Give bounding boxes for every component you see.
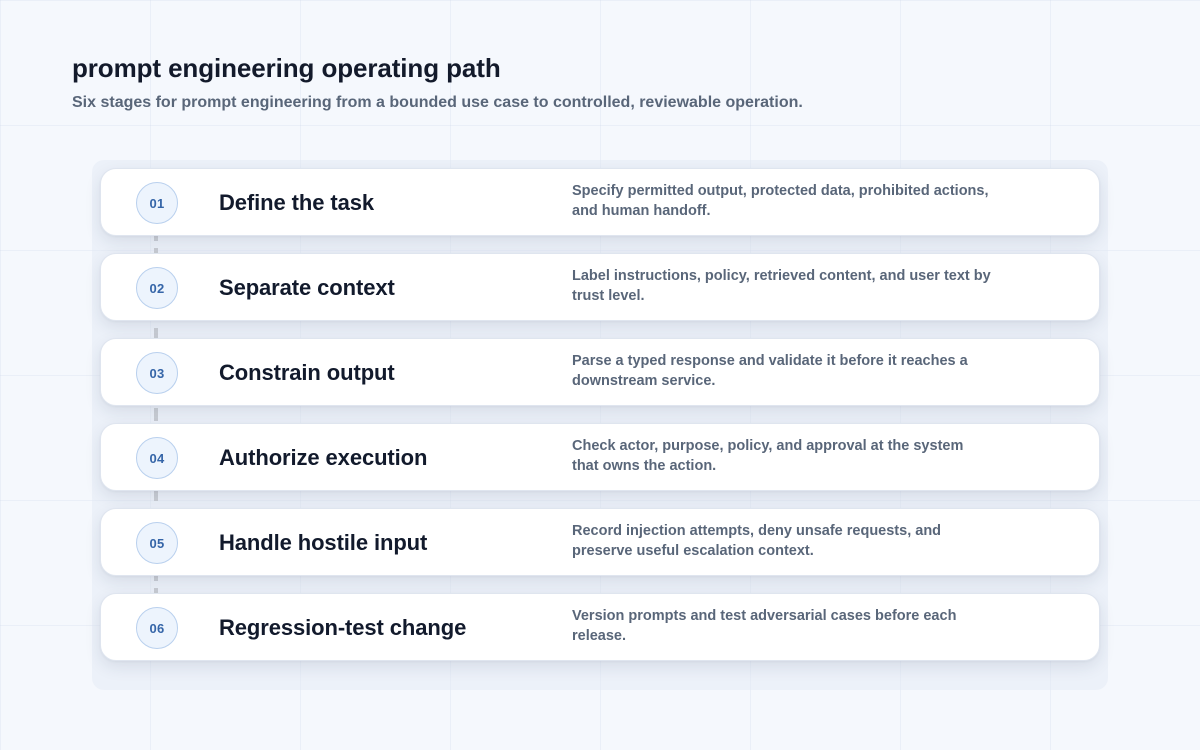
stage-title: Authorize execution	[219, 445, 428, 470]
stage-description: Check actor, purpose, policy, and approv…	[572, 438, 964, 474]
page-title: prompt engineering operating path	[72, 53, 501, 83]
stage-title: Separate context	[219, 275, 395, 300]
stage-card-separate-context: 02 Separate context Label instructions, …	[100, 253, 1100, 321]
stage-title: Define the task	[219, 190, 374, 215]
stage-card-define-task: 01 Define the task Specify permitted out…	[100, 168, 1100, 236]
stage-title: Regression-test change	[219, 615, 467, 640]
stage-description: Record injection attempts, deny unsafe r…	[572, 523, 942, 559]
stage-number-badge: 02	[136, 267, 178, 309]
stage-number-badge: 01	[136, 182, 178, 224]
stage-card-authorize-execution: 04 Authorize execution Check actor, purp…	[100, 423, 1100, 491]
page-subtitle: Six stages for prompt engineering from a…	[72, 94, 803, 111]
stage-description: Label instructions, policy, retrieved co…	[572, 268, 991, 304]
stage-number-badge: 04	[136, 437, 178, 479]
stage-title: Constrain output	[219, 360, 395, 385]
stage-title: Handle hostile input	[219, 530, 428, 555]
stage-card-regression-test: 06 Regression-test change Version prompt…	[100, 593, 1100, 661]
stage-description: Version prompts and test adversarial cas…	[572, 608, 957, 644]
stage-description: Parse a typed response and validate it b…	[572, 353, 968, 389]
stage-number-badge: 03	[136, 352, 178, 394]
stage-timeline: 01 Define the task Specify permitted out…	[100, 168, 1100, 662]
stage-card-handle-hostile-input: 05 Handle hostile input Record injection…	[100, 508, 1100, 576]
timeline-connector	[154, 208, 158, 628]
stage-description: Specify permitted output, protected data…	[572, 183, 989, 219]
page-header: prompt engineering operating path Six st…	[72, 52, 1132, 113]
stage-number-badge: 06	[136, 607, 178, 649]
stage-number-badge: 05	[136, 522, 178, 564]
stage-card-constrain-output: 03 Constrain output Parse a typed respon…	[100, 338, 1100, 406]
